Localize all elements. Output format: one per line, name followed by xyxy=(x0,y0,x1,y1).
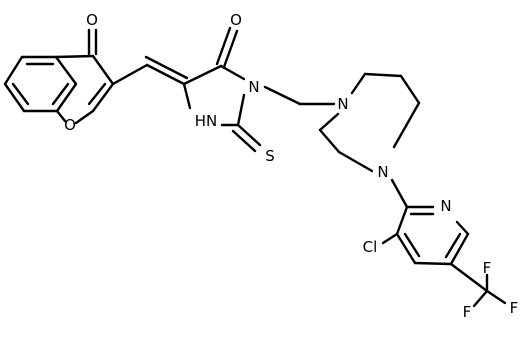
ketone-oxygen-label: O xyxy=(86,11,98,29)
ring-oxygen-label: O xyxy=(64,116,76,134)
thione-sulfur-label: S xyxy=(265,147,275,165)
piperazine-n1-label: N xyxy=(337,95,348,113)
bond xyxy=(74,109,95,125)
bond xyxy=(11,82,30,106)
bond xyxy=(318,128,341,154)
atom-labels: O O O HN N S N N N Cl F F F xyxy=(64,11,518,321)
bond xyxy=(392,101,421,149)
bond xyxy=(337,150,374,173)
bond xyxy=(182,82,192,110)
bond xyxy=(182,64,223,86)
bond xyxy=(449,232,470,266)
imidazolidinone-oxygen-label: O xyxy=(230,11,242,29)
bond xyxy=(403,232,421,258)
bond xyxy=(215,26,232,66)
bond xyxy=(472,289,489,308)
bond xyxy=(54,54,95,59)
bond xyxy=(222,29,239,69)
bond xyxy=(144,55,189,80)
bond xyxy=(54,55,78,86)
bond xyxy=(145,63,186,86)
piperazine-n4-label: N xyxy=(377,163,388,181)
bond xyxy=(3,82,26,113)
bond xyxy=(3,55,24,86)
bond xyxy=(399,74,421,105)
pyridine-nitrogen-label: N xyxy=(440,197,451,215)
bond xyxy=(395,232,417,265)
bond xyxy=(350,72,367,95)
bond xyxy=(455,220,470,236)
chlorine-label: Cl xyxy=(363,238,378,256)
bond xyxy=(91,54,115,86)
fluorine-right-label: F xyxy=(510,299,519,317)
bond xyxy=(55,109,67,123)
fluorine-left-label: F xyxy=(463,303,472,321)
bond xyxy=(318,112,340,132)
bond xyxy=(390,178,409,209)
bond xyxy=(444,232,462,259)
bond xyxy=(231,129,257,153)
bond xyxy=(219,64,246,81)
fluorine-top-label: F xyxy=(483,259,492,277)
bond xyxy=(87,82,107,106)
bond xyxy=(55,82,78,113)
nh-label: HN xyxy=(195,112,218,130)
bond xyxy=(111,63,149,86)
imidazolidinone-n3-label: N xyxy=(248,78,259,96)
bond xyxy=(413,261,453,266)
bond xyxy=(449,262,489,293)
bond xyxy=(236,93,246,127)
bond xyxy=(91,82,115,113)
bond xyxy=(381,232,399,245)
bond xyxy=(51,82,70,106)
bond xyxy=(236,123,262,147)
bonds xyxy=(3,26,507,308)
bond xyxy=(395,205,409,236)
bond xyxy=(485,289,507,305)
bond xyxy=(263,85,302,106)
bond xyxy=(363,72,403,78)
